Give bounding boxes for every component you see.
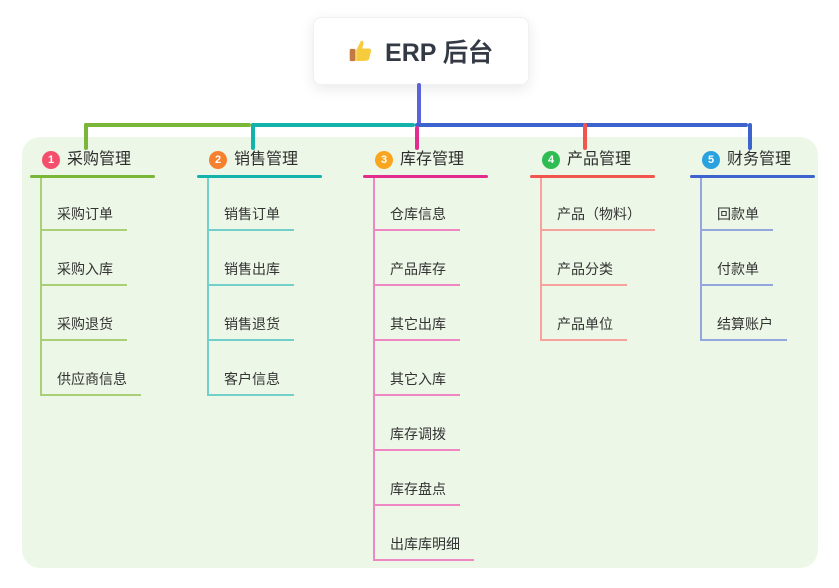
child-topic: 销售出库	[207, 261, 294, 286]
child-topic: 采购退货	[40, 316, 127, 341]
branch-title-underline	[197, 175, 322, 178]
branch-title-underline	[363, 175, 488, 178]
branch-title-underline	[30, 175, 155, 178]
child-topic: 产品分类	[540, 261, 627, 286]
branch-number-badge: 5	[702, 151, 720, 169]
child-topic: 仓库信息	[373, 206, 460, 231]
child-topic: 产品库存	[373, 261, 460, 286]
branch-number-badge: 1	[42, 151, 60, 169]
child-topic: 销售订单	[207, 206, 294, 231]
branch-title: 销售管理	[234, 151, 299, 168]
branch-number-badge: 2	[209, 151, 227, 169]
branch-title-underline	[530, 175, 655, 178]
branch-head-1: 1 采购管理	[42, 150, 131, 170]
branch-number-badge: 3	[375, 151, 393, 169]
branch-head-2: 2 销售管理	[209, 150, 298, 170]
child-topic: 出库库明细	[373, 536, 474, 561]
rail-segment-teal	[251, 123, 415, 127]
branch-children-connector	[40, 178, 42, 396]
root-stem-line	[417, 83, 421, 127]
root-topic: ERP 后台	[313, 17, 529, 85]
branch-number-badge: 4	[542, 151, 560, 169]
branch-title: 库存管理	[400, 151, 465, 168]
branch-title-underline	[690, 175, 815, 178]
branch-drop-line-1	[84, 123, 88, 150]
branch-drop-line-5	[748, 123, 752, 150]
branch-title: 财务管理	[727, 151, 792, 168]
child-topic: 其它出库	[373, 316, 460, 341]
child-topic: 库存盘点	[373, 481, 460, 506]
child-topic: 付款单	[700, 261, 773, 286]
child-topic: 供应商信息	[40, 371, 141, 396]
branch-drop-line-3	[415, 126, 419, 150]
child-topic: 采购入库	[40, 261, 127, 286]
child-topic: 销售退货	[207, 316, 294, 341]
child-topic: 采购订单	[40, 206, 127, 231]
branch-children-connector	[540, 178, 542, 341]
rail-segment-green	[84, 123, 251, 127]
thumbs-up-icon	[349, 38, 375, 64]
branch-head-3: 3 库存管理	[375, 150, 464, 170]
child-topic: 其它入库	[373, 371, 460, 396]
branch-children-connector	[700, 178, 702, 341]
branch-drop-line-2	[251, 123, 255, 150]
child-topic: 库存调拨	[373, 426, 460, 451]
branch-children-connector	[207, 178, 209, 396]
branch-head-5: 5 财务管理	[702, 150, 791, 170]
branch-title: 产品管理	[567, 151, 632, 168]
rail-segment-blue	[415, 123, 748, 127]
branch-drop-line-4	[583, 123, 587, 150]
child-topic: 客户信息	[207, 371, 294, 396]
branches-panel	[22, 137, 818, 568]
child-topic: 产品单位	[540, 316, 627, 341]
branch-children-connector	[373, 178, 375, 561]
branch-head-4: 4 产品管理	[542, 150, 631, 170]
child-topic: 结算账户	[700, 316, 787, 341]
child-topic: 产品（物料）	[540, 206, 655, 231]
root-topic-label: ERP 后台	[385, 39, 493, 67]
child-topic: 回款单	[700, 206, 773, 231]
branch-title: 采购管理	[67, 151, 132, 168]
